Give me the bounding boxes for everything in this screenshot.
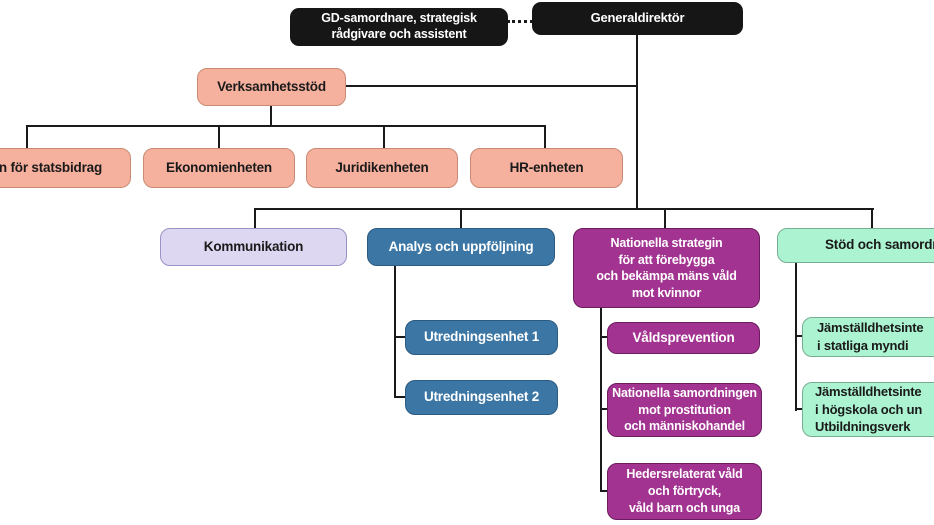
connector-verksamhetsstod-down <box>270 106 272 127</box>
connector-stub-ekonomienheten <box>218 125 220 148</box>
connector-row1-horizontal <box>26 125 546 127</box>
connector-stub-hr-enheten <box>544 125 546 148</box>
connector-verksamhetsstod-right <box>346 85 636 87</box>
connector-elbow-utredningsenhet2 <box>394 396 406 398</box>
org-node-jamstalldhet-statliga: Jämställdhetsinte i statliga myndi <box>802 317 934 357</box>
org-node-utredningsenhet-2: Utredningsenhet 2 <box>405 380 558 415</box>
org-node-hr-enheten: HR-enheten <box>470 148 623 188</box>
connector-row2-horizontal <box>254 208 874 210</box>
connector-stub-juridikenheten <box>383 125 385 148</box>
connector-generaldirektor-down <box>636 35 638 210</box>
org-node-juridikenheten: Juridikenheten <box>306 148 458 188</box>
org-node-stod-och-samordning: Stöd och samordning <box>777 228 934 263</box>
org-node-analys-och-uppfoljning: Analys och uppföljning <box>367 228 555 266</box>
org-node-ekonomienheten: Ekonomienheten <box>143 148 295 188</box>
connector-elbow-utredningsenhet1 <box>394 336 406 338</box>
org-node-verksamhetsstod: Verksamhetsstöd <box>197 68 346 106</box>
connector-elbow-hedersrelaterat <box>600 490 608 492</box>
connector-elbow-jamstalldhet-statliga <box>795 335 803 337</box>
org-node-utredningsenhet-1: Utredningsenhet 1 <box>405 320 558 355</box>
connector-stub-stod-samordning <box>871 208 873 228</box>
org-node-kommunikation: Kommunikation <box>160 228 347 266</box>
org-node-generaldirektor: Generaldirektör <box>532 2 743 35</box>
org-node-gd-samordnare: GD-samordnare, strategisk rådgivare och … <box>290 8 508 46</box>
connector-stub-kommunikation <box>254 208 256 228</box>
org-node-nationella-samordningen: Nationella samordningen mot prostitution… <box>607 383 762 437</box>
org-node-nationella-strategin: Nationella strategin för att förebygga o… <box>573 228 760 308</box>
connector-nationella-down <box>600 308 602 492</box>
connector-dotted-gd-staff <box>507 20 533 23</box>
connector-stub-nationella-strategin <box>664 208 666 228</box>
org-node-statsbidrag: n för statsbidrag <box>0 148 131 188</box>
connector-stub-statsbidrag <box>26 125 28 148</box>
connector-elbow-valdsprevention <box>600 336 608 338</box>
org-node-valdsprevention: Våldsprevention <box>607 322 760 354</box>
connector-analys-down <box>394 266 396 398</box>
connector-stod-down <box>795 263 797 411</box>
connector-elbow-jamstalldhet-hogskola <box>795 408 803 410</box>
org-node-hedersrelaterat: Hedersrelaterat våld och förtryck, våld … <box>607 463 762 520</box>
org-node-jamstalldhet-hogskola: Jämställdhetsinte i högskola och un Utbi… <box>802 382 934 437</box>
connector-stub-analys <box>460 208 462 228</box>
connector-elbow-nationella-samordningen <box>600 408 608 410</box>
